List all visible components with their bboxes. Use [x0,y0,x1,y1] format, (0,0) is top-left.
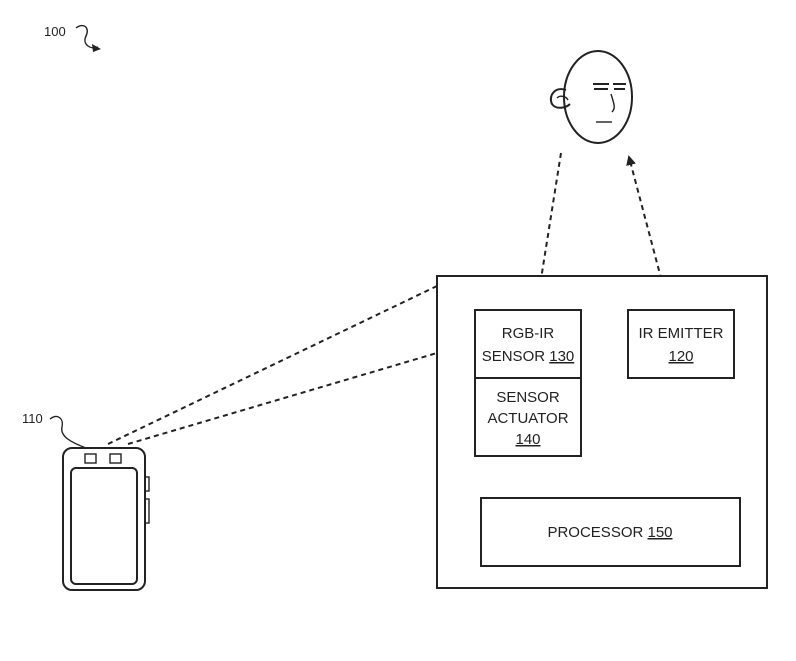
ir-emitter-box [627,309,735,379]
front-camera-left [84,453,97,464]
squiggle-arrow [75,24,99,49]
ear [549,88,571,109]
ear-inner [556,95,569,101]
sensor-actuator-line1: SENSOR [496,389,560,406]
ir-emitter-number: 120 [668,348,693,365]
phone-screen [70,467,138,585]
processor-block: PROCESSOR 150 [480,497,741,567]
front-camera-right [109,453,122,464]
rgb-ir-sensor-block: RGB-IR SENSOR 130 [474,309,582,379]
sensor-actuator-number: 140 [515,431,540,448]
face-outline [563,50,633,144]
system-reference-number: 100 [44,24,66,39]
phone-reference-number: 110 [22,411,43,426]
squiggle-arrowhead [92,44,101,52]
side-button-upper [144,476,150,492]
system-reference-label: 100 [44,24,101,52]
phone-body [62,447,146,591]
user-face [549,50,633,144]
phone-leader-line [49,415,87,449]
zoom-line-lower [127,352,438,445]
side-button-lower [144,498,150,524]
sensor-actuator-box [474,377,582,457]
phone-reference-label: 110 [22,411,87,449]
processor-label-group: PROCESSOR 150 [547,524,672,541]
nose [610,93,615,113]
sensor-actuator-line2: ACTUATOR [487,410,568,427]
rgb-ir-sensor-box [474,309,582,379]
processor-label: PROCESSOR [547,524,643,541]
ir-emitter-block: IR EMITTER 120 [627,309,735,379]
rgb-ir-sensor-line2-group: SENSOR 130 [482,348,575,365]
rgb-ir-sensor-number: 130 [549,348,574,365]
emitted-ir-arrow [626,155,667,298]
sensor-actuator-block: SENSOR ACTUATOR 140 [474,377,582,457]
reflected-light-arrow [534,152,562,300]
rgb-ir-sensor-line1: RGB-IR [502,325,555,342]
zoom-line-upper [107,285,438,445]
processor-number: 150 [648,524,673,541]
right-eye [613,83,626,90]
rgb-ir-sensor-line2: SENSOR [482,348,546,365]
left-eye [593,83,609,90]
phone-device [62,447,150,591]
ir-emitter-label: IR EMITTER [639,325,724,342]
processor-box [480,497,741,567]
